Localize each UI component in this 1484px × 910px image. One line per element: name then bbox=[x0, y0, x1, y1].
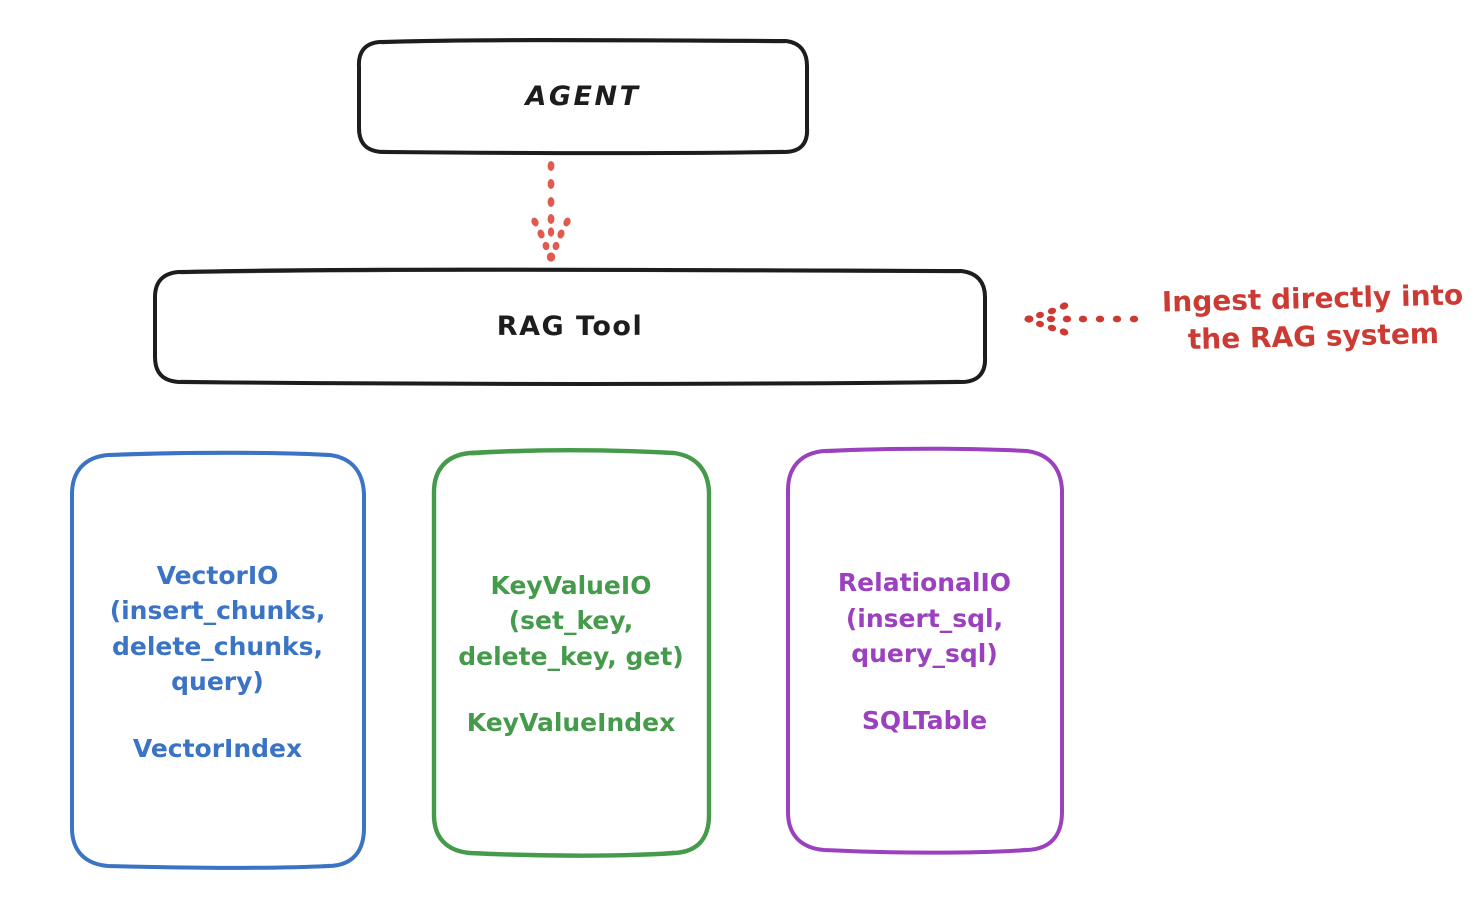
node-vector-io-label: VectorIO (insert_chunks, delete_chunks, … bbox=[109, 560, 326, 697]
node-key-value-io-label: KeyValueIO (set_key, delete_key, get) bbox=[458, 570, 684, 671]
node-relational-io-sublabel: SQLTable bbox=[861, 705, 988, 735]
node-vector-io-sublabel: VectorIndex bbox=[132, 733, 303, 763]
ingest-to-rag-tool-arrow bbox=[1024, 302, 1139, 336]
node-agent[interactable]: AGENT bbox=[356, 38, 810, 156]
node-relational-io[interactable]: RelationalIO (insert_sql, query_sql) SQL… bbox=[786, 446, 1064, 855]
node-rag-tool[interactable]: RAG Tool bbox=[153, 267, 988, 386]
key-value-io-content: KeyValueIO (set_key, delete_key, get) Ke… bbox=[432, 568, 710, 738]
node-key-value-io-sublabel: KeyValueIndex bbox=[466, 708, 676, 738]
node-vector-io[interactable]: VectorIO (insert_chunks, delete_chunks, … bbox=[70, 450, 366, 870]
node-key-value-io[interactable]: KeyValueIO (set_key, delete_key, get) Ke… bbox=[431, 448, 712, 858]
agent-to-rag-tool-arrow bbox=[531, 161, 571, 262]
node-rag-tool-label: RAG Tool bbox=[496, 310, 644, 342]
node-agent-label: AGENT bbox=[525, 80, 641, 112]
relational-io-content: RelationalIO (insert_sql, query_sql) SQL… bbox=[786, 565, 1063, 735]
vector-io-content: VectorIO (insert_chunks, delete_chunks, … bbox=[70, 558, 365, 763]
node-relational-io-label: RelationalIO (insert_sql, query_sql) bbox=[837, 568, 1012, 669]
ingest-annotation-text: Ingest directly into the RAG system bbox=[1161, 278, 1464, 357]
